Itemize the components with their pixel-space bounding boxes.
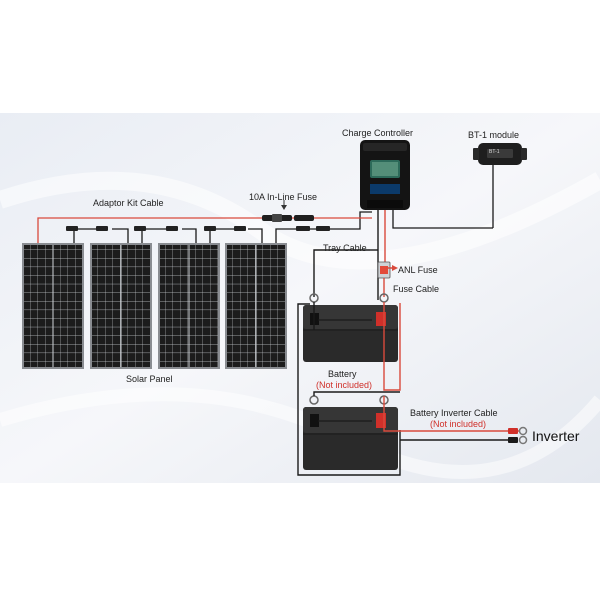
battery-note: (Not included) — [316, 380, 373, 390]
battery-label: Battery — [328, 369, 357, 379]
inverter-cable-label: Battery Inverter Cable — [410, 408, 498, 418]
fuse-cable-label: Fuse Cable — [393, 284, 440, 294]
adaptor-kit-cable-label: Adaptor Kit Cable — [93, 198, 164, 208]
solar-panel-4 — [225, 243, 287, 369]
battery-positive-link — [383, 302, 401, 391]
inline-fuse — [262, 200, 314, 222]
bt-device-text: BT-1 — [489, 149, 500, 155]
inverter-cable-positive — [383, 396, 520, 432]
solar-panel-2 — [90, 243, 152, 369]
bt-module-cable — [392, 210, 493, 229]
solar-panel-1 — [22, 243, 84, 369]
anl-fuse-label: ANL Fuse — [398, 265, 438, 275]
inverter-cable-note: (Not included) — [430, 419, 487, 429]
adaptor-kit-cable — [37, 211, 372, 243]
anl-fuse — [377, 261, 398, 279]
battery-negative-link — [297, 302, 401, 476]
solar-panel-3 — [158, 243, 220, 369]
inverter-ring-terminals — [508, 426, 528, 445]
inverter-label: Inverter — [532, 428, 580, 444]
inline-fuse-label: 10A In-Line Fuse — [249, 192, 318, 202]
bt-module — [473, 143, 527, 165]
solar-panel-label: Solar Panel — [126, 374, 173, 384]
tray-cable-label: Tray Cable — [323, 243, 367, 253]
bt-module-label: BT-1 module — [468, 130, 520, 140]
charge-controller — [360, 140, 410, 210]
battery-2 — [303, 395, 398, 470]
battery-1 — [303, 293, 398, 362]
charge-controller-label: Charge Controller — [342, 128, 414, 138]
